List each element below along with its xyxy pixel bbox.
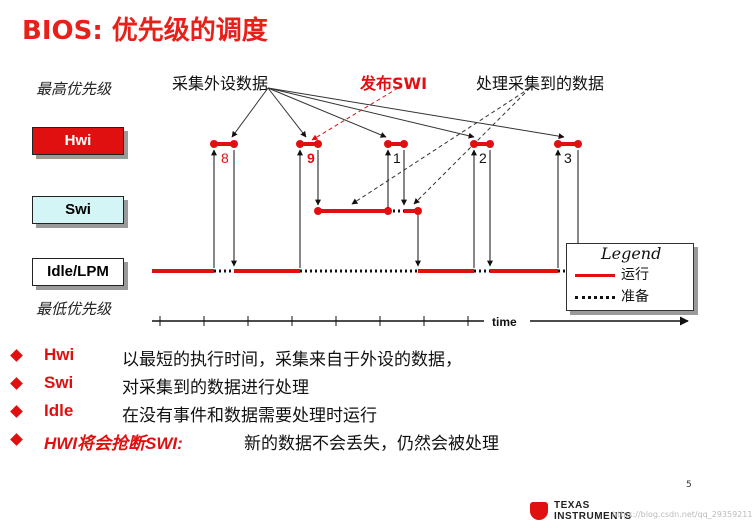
hwi-event-9 xyxy=(296,140,322,148)
collect-data-label: 采集外设数据 xyxy=(172,74,269,93)
priority-low-label: 最低优先级 xyxy=(36,300,112,318)
event-label-3: 3 xyxy=(564,150,572,166)
hwi-event-1 xyxy=(384,140,408,148)
ti-logo-line1: TEXAS xyxy=(554,500,590,511)
hwi-event-3 xyxy=(554,140,582,148)
priority-high-label: 最高优先级 xyxy=(36,80,112,98)
idle-level-box: Idle/LPM xyxy=(32,258,124,286)
process-data-label: 处理采集到的数据 xyxy=(476,74,605,93)
ti-logo-line2: INSTRUMENTS xyxy=(554,511,632,522)
bullet-term: Hwi xyxy=(44,345,75,364)
hwi-level-box: Hwi xyxy=(32,127,124,155)
hwi-event-8 xyxy=(210,140,238,148)
time-axis: time xyxy=(152,313,689,329)
event-label-9: 9 xyxy=(307,150,315,166)
ready-line-swatch xyxy=(575,295,615,299)
hwi-event-2 xyxy=(470,140,494,148)
post-swi-arrow xyxy=(311,87,399,141)
page-title: BIOS: 优先级的调度 xyxy=(22,16,268,46)
event-label-1: 1 xyxy=(393,150,401,166)
bullet-term: Swi xyxy=(44,373,74,392)
legend-running-label: 运行 xyxy=(621,267,649,283)
legend-title: Legend xyxy=(601,244,662,263)
bullet-desc: 新的数据不会丢失，仍然会被处理 xyxy=(244,434,499,454)
post-swi-label: 发布SWI xyxy=(360,74,428,93)
bullet-term: HWI将会抢断SWI: xyxy=(44,434,183,453)
watermark: https://blog.csdn.net/qq_29359211 xyxy=(612,510,752,519)
page-number: 5 xyxy=(686,480,692,490)
bullet-desc: 对采集到的数据进行处理 xyxy=(122,378,309,398)
legend-box: Legend 运行 准备 xyxy=(566,243,694,311)
time-axis-label: time xyxy=(492,315,517,329)
bullet-desc: 在没有事件和数据需要处理时运行 xyxy=(122,406,377,426)
ti-logo-icon xyxy=(530,502,548,520)
legend-running-row: 运行 xyxy=(575,264,649,284)
swi-level-box: Swi xyxy=(32,196,124,224)
annotation-arrows-process xyxy=(351,87,531,205)
legend-ready-label: 准备 xyxy=(621,289,649,305)
schedule-timeline-diagram: 8 9 1 2 3 time xyxy=(152,87,689,329)
running-line-swatch xyxy=(575,273,615,277)
hwi-level-events xyxy=(210,140,582,148)
event-label-2: 2 xyxy=(479,150,487,166)
annotation-arrows-collect xyxy=(231,87,565,140)
bullet-desc: 以最短的执行时间，采集来自于外设的数据， xyxy=(122,350,462,370)
transition-arrows xyxy=(211,149,581,268)
swi-level-timeline xyxy=(314,207,422,215)
bullet-term: Idle xyxy=(44,401,74,420)
event-number-labels: 8 9 1 2 3 xyxy=(221,150,572,166)
legend-ready-row: 准备 xyxy=(575,286,649,306)
event-label-8: 8 xyxy=(221,150,229,166)
